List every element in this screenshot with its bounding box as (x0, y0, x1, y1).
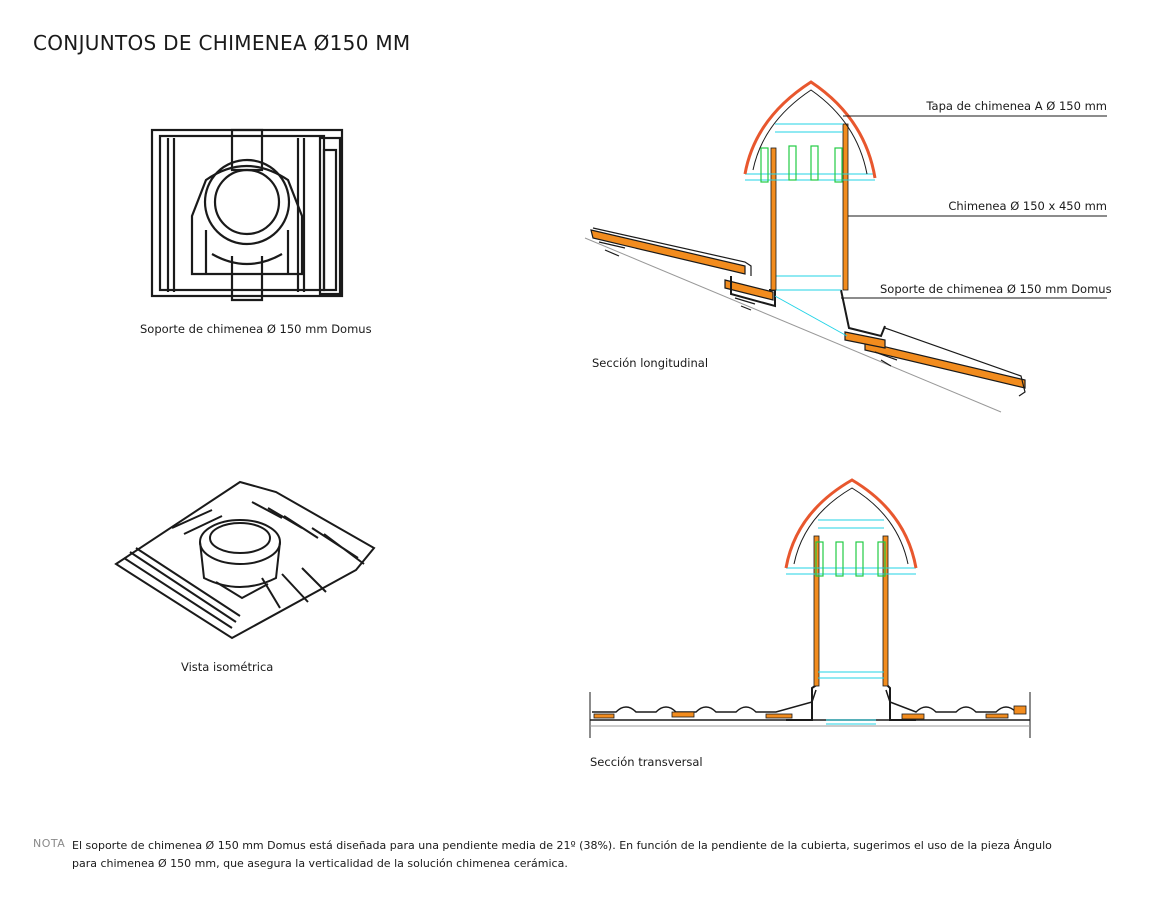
longitudinal-section-drawing (584, 80, 1107, 413)
label-chimney: Chimenea Ø 150 x 450 mm (948, 199, 1107, 213)
note-label: NOTA (33, 837, 66, 850)
page-title: CONJUNTOS DE CHIMENEA Ø150 MM (33, 31, 411, 55)
label-cap: Tapa de chimenea A Ø 150 mm (926, 99, 1107, 113)
plan-view-caption: Soporte de chimenea Ø 150 mm Domus (140, 322, 372, 336)
isometric-view-caption: Vista isométrica (181, 660, 274, 674)
note-text: El soporte de chimenea Ø 150 mm Domus es… (72, 839, 1052, 870)
label-support: Soporte de chimenea Ø 150 mm Domus (880, 282, 1112, 296)
transversal-section-drawing (589, 478, 1031, 738)
transversal-section-caption: Sección transversal (590, 755, 703, 769)
longitudinal-section-caption: Sección longitudinal (592, 356, 709, 370)
plan-view-drawing (150, 128, 344, 302)
isometric-view-drawing (114, 480, 376, 640)
